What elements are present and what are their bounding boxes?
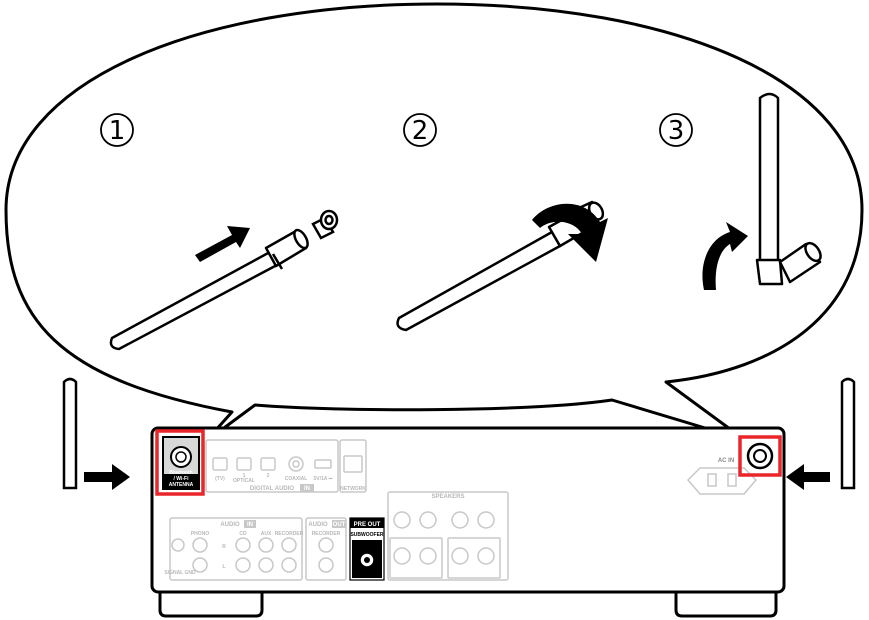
speakers-label: SPEAKERS [431,494,464,500]
digital-audio-badge-bg [300,484,314,492]
step-3-antenna [755,92,822,286]
right-side-antenna [840,377,856,490]
antenna-label-line2: / Wi-Fi [174,476,190,482]
step-3-raise-arrow [702,222,748,290]
step-1-number: 1 [109,116,126,146]
optical-label: OPTICAL [233,478,255,484]
aux-label: AUX [261,531,272,537]
right-insert-arrow [786,464,830,490]
tv-label: (TV) [215,476,225,482]
left-antenna-terminal: Bluetooth / Wi-Fi ANTENNA [155,429,205,496]
left-insert-arrow [84,464,130,490]
step-3-number: 3 [668,116,685,146]
coaxial-label: COAXIAL [285,476,308,482]
audio-in-label: AUDIO [220,522,240,528]
step-1-connector [311,209,339,240]
audio-out-badge-bg [332,520,346,528]
receiver-body [150,426,786,618]
pre-out-subwoofer-block: PRE OUT SUBWOOFER [349,517,385,581]
optical-1-label: 1 [243,473,246,479]
step-3-marker: 3 [659,113,693,147]
cd-label: CD [239,531,247,537]
usb-label: 5V/1A ⎓ [313,476,332,482]
network-label: NETWORK [340,486,366,492]
optical-2-label: 2 [267,473,270,479]
left-side-antenna [62,377,78,490]
step-2-rotate-arrow [532,203,608,262]
step-1-marker: 1 [100,113,134,147]
right-channel-label: R [222,544,226,550]
phono-label: PHONO [191,531,209,537]
pre-out-label: PRE OUT [354,522,381,528]
step-2-marker: 2 [403,113,437,147]
step-2-number: 2 [412,116,429,146]
right-terminal-highlight [738,435,782,477]
subwoofer-label: SUBWOOFER [350,532,383,538]
callout-bubble [4,2,864,444]
left-channel-label: L [222,564,225,570]
recorder-label: RECORDER [275,531,304,537]
audio-out-badge: OUT [333,522,346,528]
audio-out-label: AUDIO [308,522,328,528]
signal-gnd-label: SIGNAL GND [164,570,196,576]
antenna-label-line3: ANTENNA [169,482,194,488]
antenna-label-line1: Bluetooth [169,470,192,476]
rear-panel-details [169,439,758,581]
audio-in-badge: IN [247,522,253,528]
step-1-push-arrow [195,226,250,262]
ac-in-label: AC IN [718,458,734,464]
step-1-antenna [109,228,309,351]
digital-audio-label: DIGITAL AUDIO [250,486,295,492]
audio-in-badge-bg [244,520,256,528]
left-terminal-highlight [155,429,205,496]
digital-audio-badge: IN [304,486,310,492]
recorder-out-label: RECORDER [312,531,341,537]
right-antenna-terminal [738,435,782,477]
